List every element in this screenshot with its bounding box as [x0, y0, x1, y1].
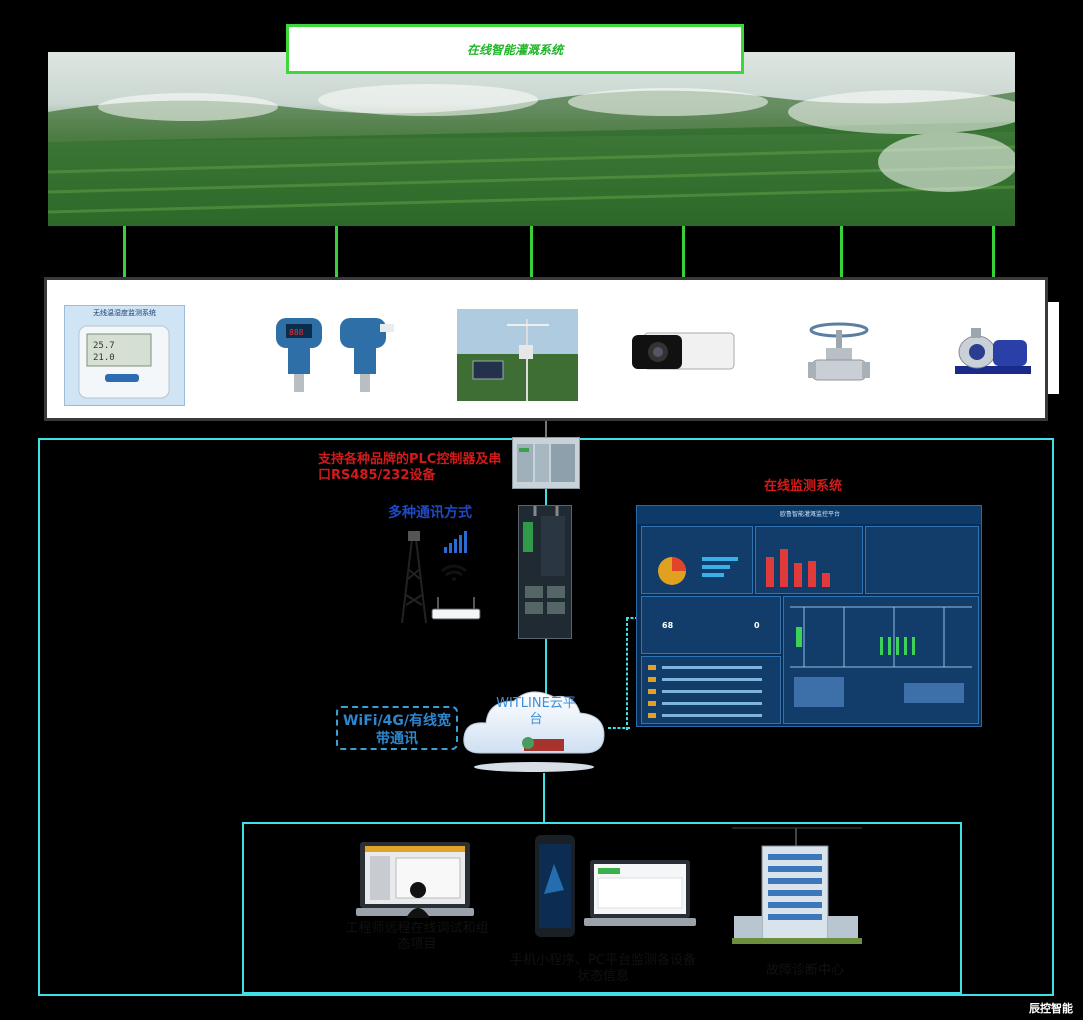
monitor-caption: 无线温湿度监测系统	[93, 309, 156, 317]
dashboard-panel: 68 0	[641, 596, 781, 654]
connector-line	[682, 226, 685, 277]
network-label: WiFi/4G/有线宽带通讯	[336, 706, 458, 750]
terminal-frame	[242, 822, 962, 994]
connector-line	[530, 226, 533, 277]
connector-line	[123, 226, 126, 277]
connector-line	[543, 773, 545, 823]
svg-text:25.7: 25.7	[93, 341, 115, 351]
brand-logo-text: 辰控智能	[1029, 1002, 1073, 1015]
svg-text:21.0: 21.0	[93, 353, 115, 363]
dashed-link	[626, 618, 628, 730]
dashboard-process-panel	[783, 596, 979, 724]
dashboard-bar-chart-panel	[755, 526, 863, 594]
connector-line	[992, 226, 995, 277]
cloud-platform-label: WITLINE云平台	[496, 696, 576, 727]
connector-line	[335, 226, 338, 277]
connector-line	[545, 639, 547, 695]
dashboard-value: 0	[754, 621, 760, 630]
dashboard-panel	[641, 526, 753, 594]
mobile-pc-label: 手机小程序、PC平台监测各设备状态信息	[510, 953, 696, 984]
cell-tower-wifi-icon	[396, 525, 486, 625]
plc-controller-icon	[512, 437, 580, 489]
monitoring-label: 在线监测系统	[764, 479, 843, 494]
camera-icon	[628, 327, 736, 375]
connector-line	[840, 226, 843, 277]
dashboard-title: 欧鲁智能灌溉监控平台	[637, 506, 981, 524]
system-title: 在线智能灌溉系统	[286, 24, 744, 74]
dashboard-panel	[865, 526, 979, 594]
pressure-transmitter-icon: 888	[270, 310, 398, 402]
gate-valve-icon	[806, 322, 872, 388]
water-pump-icon	[953, 322, 1033, 378]
engineer-laptop-icon	[356, 840, 476, 920]
plc-label: 支持各种品牌的PLC控制器及串口RS485/232设备	[318, 452, 502, 483]
dashed-link	[608, 727, 630, 729]
svg-text:888: 888	[289, 328, 304, 337]
connector-line	[545, 421, 547, 441]
connector-line	[545, 489, 547, 505]
irrigation-field-photo	[48, 52, 1015, 226]
pc-laptop-icon	[584, 858, 696, 928]
diagnosis-center-building-icon	[732, 826, 862, 945]
dashboard-alarm-list	[641, 656, 781, 724]
gateway-router-icon	[518, 505, 572, 639]
comm-methods-label: 多种通讯方式	[388, 505, 472, 521]
diagnosis-center-label: 故障诊断中心	[765, 963, 844, 978]
device-bar-extension	[1048, 302, 1059, 394]
weather-station-icon	[457, 309, 578, 401]
cloud-platform-icon	[458, 683, 608, 773]
dashboard-value: 68	[662, 621, 674, 630]
engineer-label: 工程师远程在线调试和组态项目	[345, 921, 489, 952]
mobile-phone-icon	[534, 834, 576, 938]
monitoring-dashboard-screenshot: 欧鲁智能灌溉监控平台 68 0	[636, 505, 982, 727]
temp-humidity-monitor-icon: 无线温湿度监测系统 25.7 21.0	[64, 305, 185, 406]
